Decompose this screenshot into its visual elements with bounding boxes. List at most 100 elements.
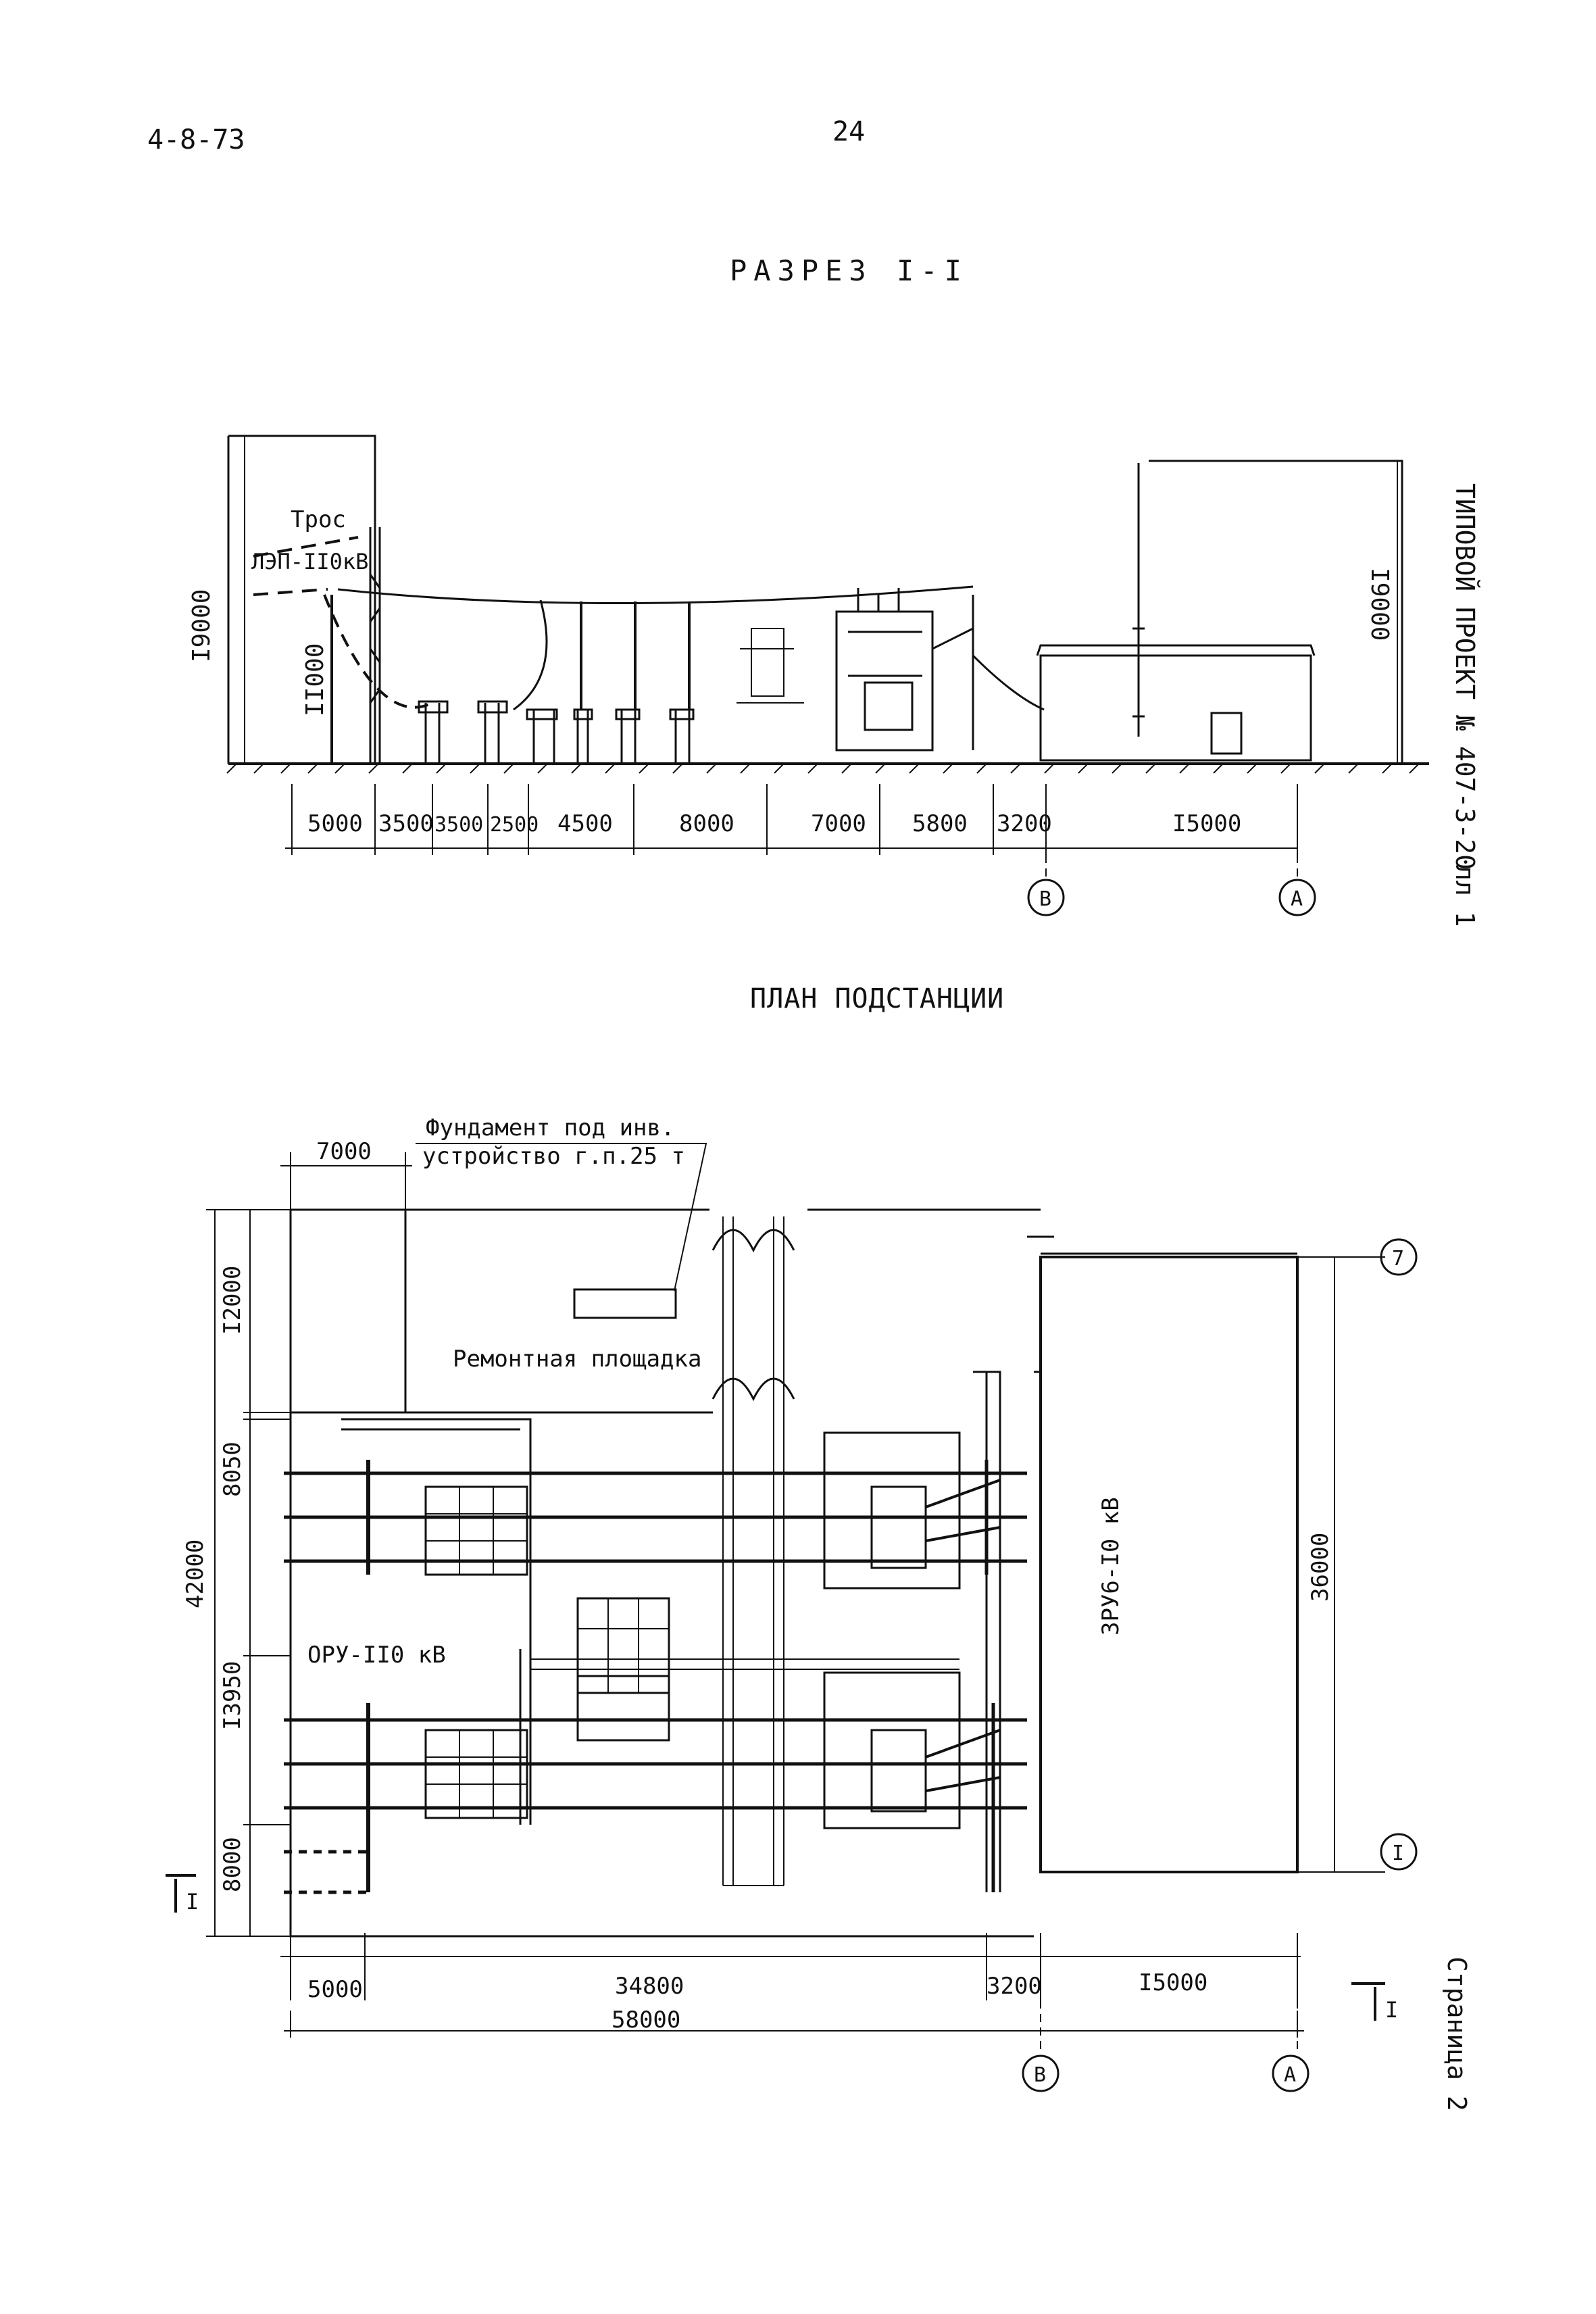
axis-label-b: B (1039, 887, 1051, 911)
dim-3500a: 3500 (378, 810, 434, 837)
building-outline (1036, 644, 1316, 762)
transformer-bushings (857, 588, 974, 750)
plan-repair-area (291, 1210, 713, 1414)
axis-label-a: A (1291, 887, 1303, 911)
cut-mark-left (166, 1874, 196, 1913)
cut-mark-left-label: I (186, 1889, 199, 1915)
building-chimney (1132, 463, 1145, 737)
repair-area-label: Ремонтная площадка (453, 1346, 701, 1373)
dim-42000: 42000 (182, 1540, 209, 1608)
plan-title: ПЛАН ПОДСТАНЦИИ (750, 983, 1005, 1014)
dim-total-58000: 58000 (612, 2007, 680, 2034)
cut-mark-right-label: I (1385, 1997, 1398, 2023)
callout-leader (416, 1143, 707, 1291)
insulator-tops (418, 700, 449, 714)
axis-lead-lines (1045, 855, 1298, 879)
oru-label: ОРУ-II0 кВ (307, 1642, 446, 1669)
dim-8050: 8050 (219, 1442, 246, 1497)
connection-poles (984, 1460, 995, 1892)
dim-right-line (1297, 1256, 1385, 1873)
dim-bottom-15000: I5000 (1139, 1969, 1207, 1996)
height-11000: II000 (301, 643, 329, 716)
page-number: 24 (832, 116, 866, 147)
oru-inner-frame (519, 1649, 532, 1825)
dim-12000: I2000 (219, 1266, 246, 1335)
busbar-cable (337, 585, 974, 605)
cut-mark-right (1351, 1982, 1385, 2021)
drop-wire (513, 599, 548, 711)
dim-top-line (280, 1152, 412, 1216)
cable-ducts (973, 1371, 1001, 1892)
dim-3200: 3200 (997, 810, 1052, 837)
zru-wall-step (1027, 1235, 1054, 1373)
callout-line-2: устройство г.п.25 т (422, 1143, 685, 1170)
transformer-body-upper (870, 1485, 927, 1569)
axis-circle-a (1278, 879, 1316, 916)
central-grid-lower (576, 1675, 670, 1742)
height-dimension-left (236, 435, 253, 764)
ground-hatch (226, 763, 1420, 774)
dim-total-line (284, 2011, 1304, 2038)
plan-axis-1-label: I (1392, 1842, 1404, 1865)
dim-bottom-3200: 3200 (987, 1973, 1042, 2000)
building-to-transformer (972, 654, 1045, 711)
label-cable: Трос (291, 506, 346, 533)
plan-axis-a-label: A (1284, 2063, 1296, 2087)
switchgear-grid-upper (424, 1485, 528, 1576)
dim-13950: I3950 (219, 1661, 246, 1730)
central-grid-upper (576, 1597, 670, 1694)
dim-8000: 8000 (679, 810, 734, 837)
section-title: РАЗРЕЗ I-I (730, 254, 968, 287)
dim-4500: 4500 (557, 810, 613, 837)
switchgear-grid-lower (424, 1729, 528, 1819)
building-door (1210, 712, 1243, 755)
plan-axis-1 (1380, 1833, 1418, 1871)
plan-road (722, 1216, 784, 1886)
building-frame-line (1149, 460, 1403, 764)
drop-wire-2 (580, 601, 691, 710)
plan-axis-a (1272, 2054, 1310, 2092)
transformer-body-lower (870, 1729, 927, 1813)
dim-8000: 8000 (219, 1837, 246, 1892)
plan-axis-7 (1380, 1238, 1418, 1276)
dim-5000: 5000 (307, 810, 363, 837)
oru-bus-top (341, 1418, 532, 1666)
dim-ticks (291, 784, 1298, 855)
zru-building (1039, 1256, 1299, 1873)
callout-line-1: Фундамент под инв. (426, 1114, 674, 1141)
dim-left-ticks (206, 1209, 291, 1937)
portal-tower (369, 527, 381, 764)
transformer-pad-upper (823, 1431, 961, 1590)
dim-7000: 7000 (811, 810, 866, 837)
dim-bottom-34800: 34800 (615, 1973, 684, 2000)
plan-axis-7-label: 7 (1392, 1247, 1404, 1271)
dim-5800: 5800 (912, 810, 968, 837)
height-19000-right: I9000 (1366, 568, 1393, 641)
dim-bottom-ticks (290, 1933, 1298, 2000)
transformer-outline (835, 610, 934, 752)
dim-36000: 36000 (1307, 1533, 1334, 1602)
plan-road-arcs (712, 1229, 795, 1402)
dim-2500: 2500 (490, 813, 539, 837)
feeder-lines-lower (284, 1718, 1027, 1810)
feeder-dashes-upper (284, 1471, 368, 1810)
cross-bus (530, 1658, 959, 1670)
feeder-lines-upper (284, 1471, 1027, 1563)
foundation-block (573, 1288, 677, 1319)
dim-top-7000: 7000 (316, 1138, 372, 1165)
height-19000-left: I9000 (188, 589, 216, 662)
transformer-connections (925, 1479, 1001, 1792)
dim-bottom-5000: 5000 (307, 1976, 363, 2003)
equipment-bus-posts (424, 703, 691, 764)
transformer-pad-lower (823, 1671, 961, 1829)
label-line: ЛЭП-II0кВ (251, 549, 368, 574)
axis-circle-b (1027, 879, 1065, 916)
dim-15000: I5000 (1172, 810, 1241, 837)
zru-label: ЗРУ6-I0 кВ (1097, 1497, 1124, 1635)
document-code: 4-8-73 (147, 124, 245, 155)
feeder-dashes-extra (284, 1850, 368, 1894)
plan-axis-b (1022, 2054, 1059, 2092)
